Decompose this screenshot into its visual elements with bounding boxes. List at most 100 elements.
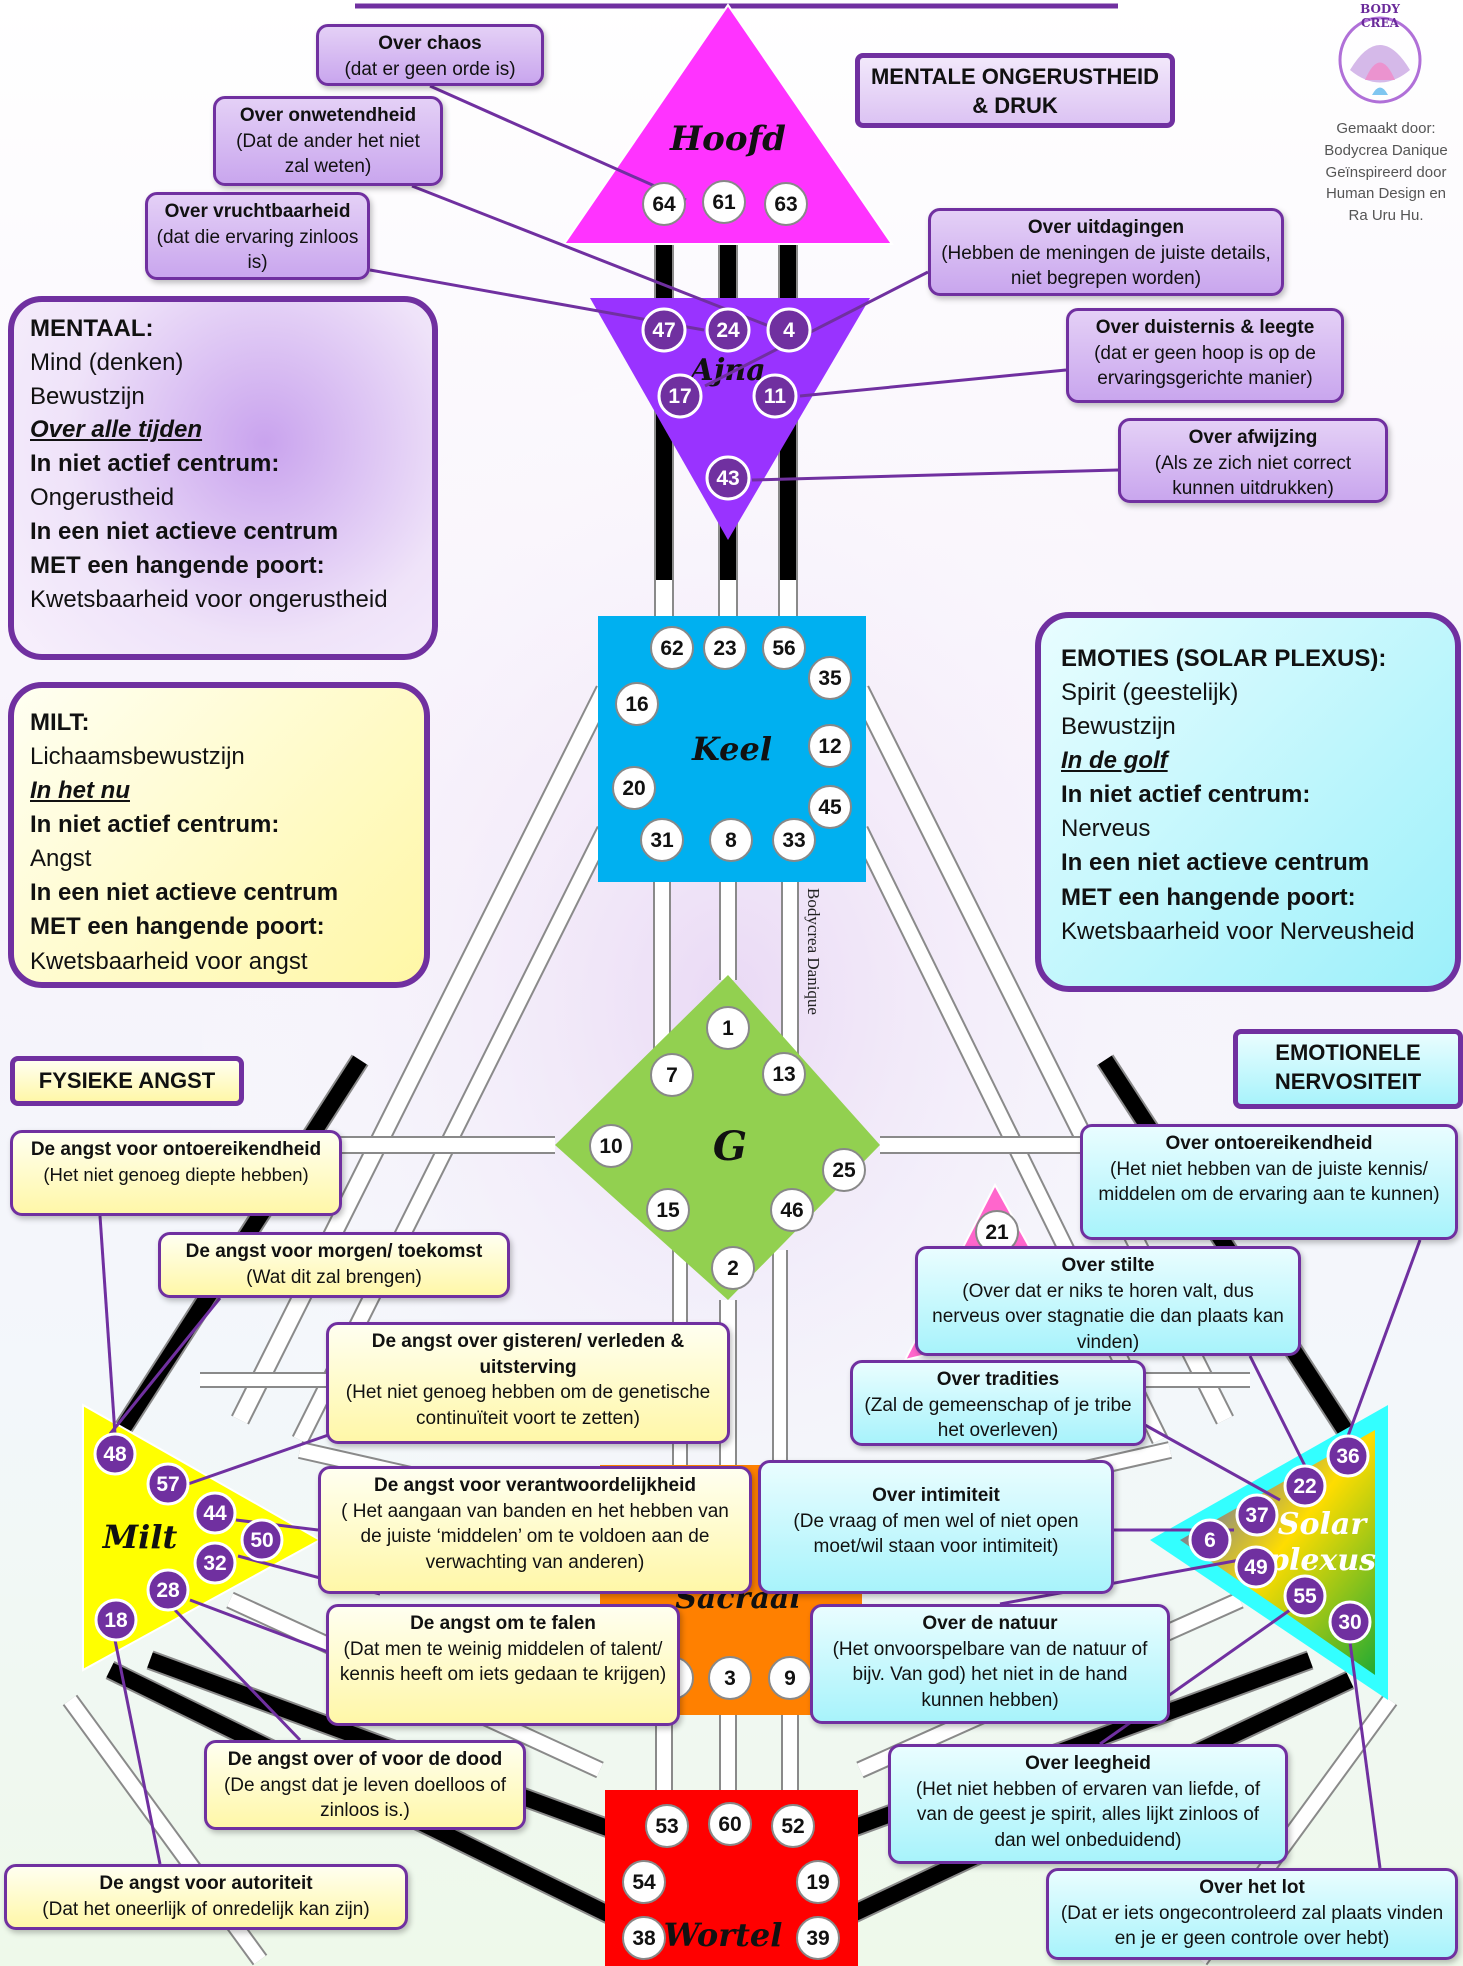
- channel: [1098, 1055, 1352, 1435]
- callout-intimiteit: Over intimiteit(De vraag of men wel of n…: [758, 1460, 1114, 1594]
- info-line: EMOTIES (SOLAR PLEXUS):: [1061, 645, 1387, 672]
- leader-line: [98, 1215, 117, 1435]
- gate-circle: [650, 1053, 694, 1097]
- callout-text: (Het niet genoeg hebben om de genetische…: [345, 1382, 711, 1429]
- info-line: In niet actief centrum:: [30, 450, 280, 478]
- gate-number: 18: [104, 1609, 128, 1632]
- gate-number: 33: [782, 829, 805, 852]
- callout-text: (dat er geen hoop is op de ervaringsgeri…: [1094, 342, 1316, 390]
- gate-number: 9: [784, 1667, 796, 1690]
- callout-text: (Zal de gemeenschap of je tribe het over…: [864, 1394, 1132, 1442]
- info-line: Kwetsbaarheid voor ongerustheid: [30, 585, 388, 613]
- callout-natuur: Over de natuur(Het onvoorspelbare van de…: [810, 1604, 1170, 1724]
- gate-number: 23: [713, 637, 736, 660]
- info-line: In een niet actieve centrum: [30, 517, 339, 545]
- gate-number: 48: [103, 1443, 127, 1466]
- gate-circle: [612, 766, 656, 810]
- info-box-milt: MILT: Lichaamsbewustzijn In het nu In niet …: [8, 682, 430, 988]
- info-line: In het nu: [30, 777, 130, 805]
- logo: BODY CREA: [1330, 0, 1430, 112]
- callout-text: (Het niet genoeg diepte hebben): [43, 1163, 309, 1185]
- info-line: Mind (denken): [30, 348, 184, 376]
- callout-uitdagingen: Over uitdagingen(Hebben de meningen de j…: [928, 208, 1284, 296]
- gate-number: 39: [806, 1927, 829, 1950]
- gate-circle: [766, 307, 812, 353]
- info-line: MET een hangende poort:: [30, 551, 325, 579]
- gate-circle: [1283, 1464, 1327, 1508]
- credit-line: Ra Uru Hu.: [1348, 207, 1424, 224]
- gate-circle: [622, 1860, 666, 1904]
- info-line: Kwetsbaarheid voor Nerveusheid: [1061, 917, 1415, 945]
- gate-number: 16: [625, 693, 648, 716]
- info-box-emoties: EMOTIES (SOLAR PLEXUS):Spirit (geestelij…: [1035, 612, 1461, 992]
- gate-circle: [772, 818, 816, 862]
- gate-number: 54: [632, 1871, 656, 1894]
- gate-number: 62: [660, 637, 683, 660]
- gate-circle: [706, 1006, 750, 1050]
- callout-gisteren: De angst over gisteren/ verleden & uitst…: [326, 1322, 730, 1444]
- callout-vruchtbaarheid: Over vruchtbaarheid(dat die ervaring zin…: [145, 192, 370, 280]
- gate-number: 7: [666, 1064, 678, 1087]
- gate-circle: [657, 373, 703, 419]
- callout-stilte: Over stilte(Over dat er niks te horen va…: [915, 1246, 1301, 1356]
- gate-number: 25: [832, 1159, 856, 1182]
- gate-number: 4: [783, 319, 795, 342]
- info-line: Lichaamsbewustzijn: [30, 743, 245, 771]
- callout-tradities: Over tradities(Zal de gemeenschap of je …: [850, 1360, 1146, 1446]
- callout-title: Over duisternis & leegte: [1095, 317, 1315, 338]
- callout-text: ( Het aangaan van banden en het hebben v…: [341, 1500, 729, 1573]
- gate-number: 45: [818, 796, 842, 819]
- gate-circle: [764, 182, 808, 226]
- credit-line: Geïnspireerd door: [1325, 163, 1447, 181]
- callout-text: (Dat er iets ongecontroleerd zal plaats …: [1060, 1902, 1444, 1950]
- info-line: In niet actief centrum:: [30, 811, 280, 839]
- gate-number: 12: [818, 735, 841, 758]
- callout-title: De angst voor ontoereikendheid: [30, 1139, 322, 1160]
- leader-line: [411, 184, 775, 330]
- gate-circle: [752, 373, 798, 419]
- gate-circle: [705, 307, 751, 353]
- heading-mental-text: MENTALE ONGERUSTHEID & DRUK: [870, 64, 1160, 118]
- gate-number: 10: [599, 1135, 622, 1158]
- gate-number: 49: [1244, 1556, 1267, 1579]
- gate-number: 38: [632, 1927, 656, 1950]
- info-line: MILT:: [30, 709, 90, 736]
- info-line: Bewustzijn: [30, 382, 145, 410]
- gate-number: 44: [203, 1502, 227, 1525]
- gate-number: 20: [622, 777, 645, 800]
- callout-text: (De angst dat je leven doelloos of zinlo…: [223, 1774, 506, 1822]
- callout-text: (Als ze zich niet correct kunnen uitdruk…: [1154, 452, 1352, 500]
- callout-title: Over stilte: [1061, 1255, 1155, 1276]
- callout-title: Over uitdagingen: [1027, 217, 1185, 238]
- callout-title: Over leegheid: [1025, 1753, 1151, 1774]
- heading-emotional-text: EMOTIONELE NERVOSITEIT: [1274, 1040, 1422, 1094]
- gate-circle: [762, 1052, 806, 1096]
- gate-circle: [705, 455, 751, 501]
- gate-circle: [93, 1432, 137, 1476]
- gate-circle: [822, 1148, 866, 1192]
- gate-number: 64: [652, 193, 676, 216]
- gate-number: 36: [1336, 1445, 1359, 1468]
- heading-mental: MENTALE ONGERUSTHEID & DRUK: [855, 53, 1175, 128]
- lotus-logo-icon: [1338, 16, 1422, 104]
- gate-number: 1: [722, 1017, 734, 1040]
- ajna-center-name: Ajna: [687, 353, 765, 388]
- ajna-center: [590, 298, 870, 540]
- callout-lot: Over het lot(Dat er iets ongecontroleerd…: [1046, 1868, 1458, 1960]
- channel: [232, 686, 613, 1424]
- head-center: [562, 3, 894, 245]
- callout-title: Over vruchtbaarheid: [164, 201, 351, 222]
- solar-plexus-inner: [1180, 1430, 1375, 1675]
- callout-text: (Dat men te weinig middelen of talent/ k…: [339, 1638, 667, 1686]
- credit-text: Gemaakt door: Bodycrea Danique Geïnspire…: [1310, 118, 1462, 227]
- callout-duisternis: Over duisternis & leegte (dat er geen hoo…: [1066, 308, 1344, 403]
- callout-text: (dat er geen orde is): [344, 58, 516, 80]
- head-center-name: Hoofd: [669, 119, 786, 159]
- leader-line: [1248, 1355, 1307, 1467]
- heading-emotional: EMOTIONELE NERVOSITEIT: [1233, 1029, 1463, 1109]
- gate-circle: [708, 1802, 752, 1846]
- gate-number: 13: [772, 1063, 795, 1086]
- callout-text: (Dat het oneerlijk of onredelijk kan zij…: [42, 1898, 370, 1920]
- gate-number: 31: [650, 829, 674, 852]
